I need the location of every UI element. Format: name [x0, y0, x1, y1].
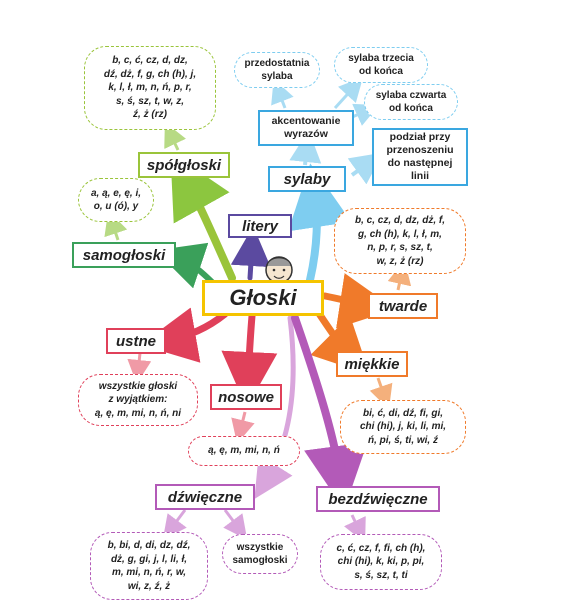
cloud-dzwieczne-list: b, bi, d, di, dz, dź, dż, g, gi, j, l, l… [90, 532, 208, 600]
connector-trzecia [333, 77, 364, 110]
branch-miekkie-label: miękkie [344, 355, 400, 373]
cloud-wszystkie-samogloski-text: wszystkie samogłoski [232, 541, 288, 567]
cloud-ustne-list-text: wszystkie głoski z wyjątkiem: ą, ę, m, m… [94, 380, 182, 419]
cloud-przedostatnia: przedostatnia sylaba [234, 52, 320, 88]
connector-miekkie-list [369, 377, 393, 410]
branch-nosowe: nosowe [210, 384, 282, 410]
branch-litery-label: litery [242, 217, 278, 235]
box-podzial-text: podział przy przenoszeniu do następnej l… [386, 130, 454, 183]
branch-dzwieczne-label: dźwięczne [167, 488, 243, 506]
cloud-bezdzwieczne-list-text: c, ć, cz, f, fi, ch (h), chi (hi), k, ki… [336, 542, 426, 581]
branch-sylaby-label: sylaby [283, 170, 331, 188]
cloud-spolgloski-list: b, c, ć, cz, d, dz, dź, dż, f, g, ch (h)… [84, 46, 216, 130]
box-podzial: podział przy przenoszeniu do następnej l… [372, 128, 468, 186]
connector-sylaby [288, 163, 352, 284]
branch-miekkie: miękkie [336, 351, 408, 377]
branch-bezdzwieczne-label: bezdźwięczne [328, 490, 428, 508]
connector-twarde [321, 273, 396, 329]
connector-spolgloski [170, 152, 236, 282]
cloud-miekkie-list: bi, ć, di, dź, fi, gi, chi (hi), j, ki, … [340, 400, 466, 454]
connector-bezdzwieczne-list [344, 514, 366, 543]
branch-twarde-label: twarde [378, 297, 428, 315]
smiling-face-icon [265, 256, 293, 284]
branch-spolgloski-label: spółgłoski [146, 156, 222, 174]
connector-nosowe-list [231, 411, 255, 444]
connector-samogloski-list [104, 210, 128, 241]
branch-spolgloski: spółgłoski [138, 152, 230, 178]
connector-twarde-list [387, 260, 412, 291]
connector-ustne-list [127, 352, 152, 384]
center-label: Głoski [229, 285, 297, 310]
connector-podzial [347, 152, 383, 185]
connector-miekkie [310, 308, 370, 375]
cloud-twarde-list-text: b, c, cz, d, dz, dż, f, g, ch (h), k, l,… [354, 215, 445, 267]
connector-litery [230, 226, 271, 281]
cloud-trzecia-text: sylaba trzecia od końca [348, 52, 414, 78]
branch-samogloski-label: samogłoski [82, 246, 166, 264]
branch-ustne: ustne [106, 328, 166, 354]
branch-ustne-label: ustne [115, 332, 156, 350]
cloud-miekkie-list-text: bi, ć, di, dź, fi, gi, chi (hi), j, ki, … [359, 407, 447, 446]
branch-bezdzwieczne: bezdźwięczne [316, 486, 440, 512]
cloud-samogloski-list: a, ą, e, ę, i, o, u (ó), y [78, 178, 154, 222]
cloud-dzwieczne-list-text: b, bi, d, di, dz, dź, dż, g, gi, j, l, l… [107, 540, 191, 592]
cloud-twarde-list: b, c, cz, d, dz, dż, f, g, ch (h), k, l,… [334, 208, 466, 274]
cloud-nosowe-list-text: ą, ę, m, mi, n, ń [208, 445, 280, 457]
center-node-gloski: Głoski [202, 280, 324, 316]
branch-nosowe-label: nosowe [218, 388, 274, 406]
connector-wszystkie [223, 509, 248, 540]
box-akcentowanie: akcentowanie wyrazów [258, 110, 354, 146]
branch-twarde: twarde [368, 293, 438, 319]
connector-bezdzwieczne [291, 314, 368, 510]
cloud-ustne-list: wszystkie głoski z wyjątkiem: ą, ę, m, m… [78, 374, 198, 426]
box-akcentowanie-text: akcentowanie wyrazów [271, 114, 341, 140]
branch-litery: litery [228, 214, 292, 238]
cloud-bezdzwieczne-list: c, ć, cz, f, fi, ch (h), chi (hi), k, ki… [320, 534, 442, 590]
branch-sylaby: sylaby [268, 166, 346, 192]
connector-ustne [140, 307, 229, 363]
cloud-czwarta: sylaba czwarta od końca [364, 84, 458, 120]
cloud-spolgloski-list-text: b, c, ć, cz, d, dz, dź, dż, f, g, ch (h)… [103, 55, 197, 121]
connector-przedostatnia [271, 78, 294, 109]
branch-dzwieczne: dźwięczne [155, 484, 255, 510]
cloud-przedostatnia-text: przedostatnia sylaba [244, 57, 310, 83]
connector-dzwieczne-list [162, 509, 187, 540]
branch-samogloski: samogłoski [72, 242, 176, 268]
cloud-wszystkie-samogloski: wszystkie samogłoski [222, 534, 298, 574]
cloud-samogloski-list-text: a, ą, e, ę, i, o, u (ó), y [90, 187, 142, 213]
connector-dzwieczne [254, 315, 296, 499]
connector-nosowe [221, 312, 278, 408]
cloud-trzecia: sylaba trzecia od końca [334, 47, 428, 83]
cloud-czwarta-text: sylaba czwarta od końca [375, 89, 447, 115]
cloud-nosowe-list: ą, ę, m, mi, n, ń [188, 436, 300, 466]
connector-spolgloski-list [164, 122, 186, 151]
connector-akcentowanie [289, 130, 322, 166]
